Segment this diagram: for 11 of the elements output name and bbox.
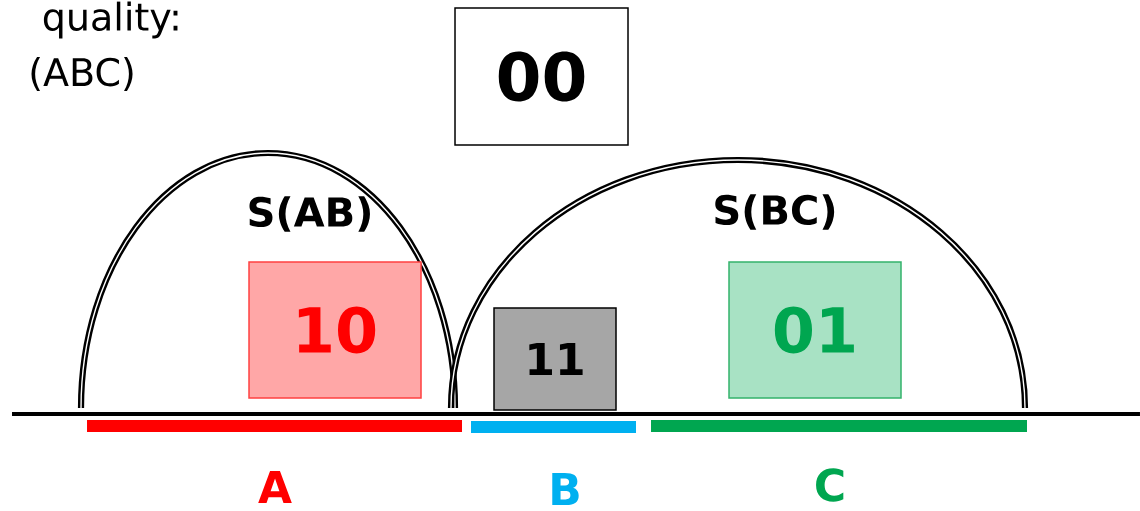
segment-bar: C xyxy=(651,420,1027,502)
text-line: quality: xyxy=(43,1,178,39)
node-label: A xyxy=(258,470,292,504)
node-label: B xyxy=(552,472,579,506)
segment-bar: B xyxy=(471,421,636,506)
segment-bar: A xyxy=(87,420,462,504)
state-box: 01 xyxy=(728,261,902,399)
state-box: 10 xyxy=(248,261,422,399)
state-box: 00 xyxy=(454,7,629,146)
text-line: (ABC) xyxy=(31,57,133,91)
node-label: C xyxy=(816,468,844,502)
